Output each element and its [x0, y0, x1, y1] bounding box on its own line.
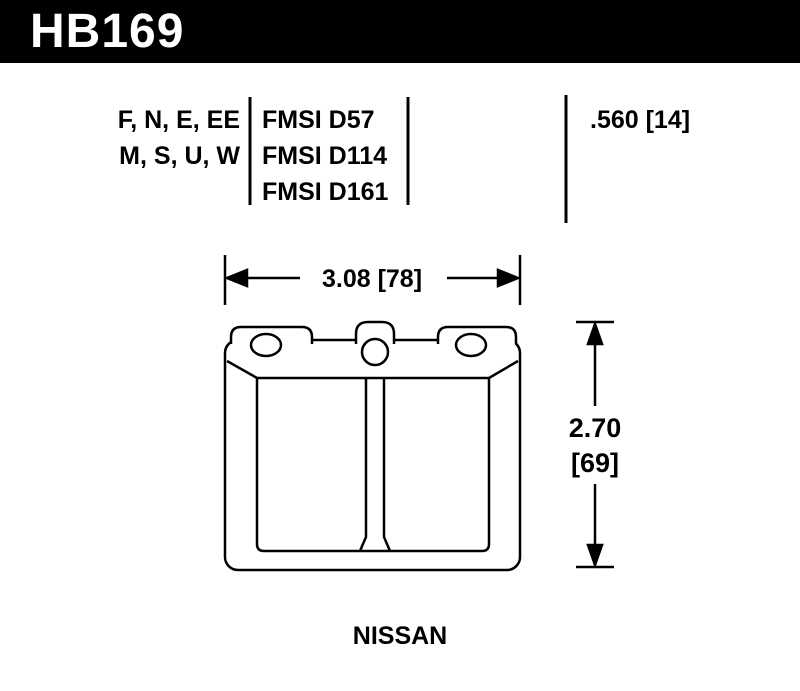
vehicle-make-label: NISSAN: [352, 622, 448, 650]
width-dimension-label: 3.08 [78]: [321, 265, 423, 293]
brake-pad-drawing: [223, 320, 522, 572]
center-hole: [360, 337, 390, 367]
height-dimension-arrow: [576, 320, 614, 569]
height-dimension-label-inches: 2.70: [568, 413, 622, 443]
fmsi-row-2: FMSI D114: [262, 142, 388, 170]
compound-row-1: F, N, E, EE: [117, 106, 240, 134]
height-dimension-label-mm: [69]: [570, 448, 619, 478]
pad-slot: [358, 378, 392, 552]
right-ear-hole: [454, 332, 488, 358]
compound-codes: F, N, E, EE M, S, U, W: [40, 102, 240, 174]
fmsi-row-1: FMSI D57: [262, 106, 375, 134]
footer-bar: [0, 0, 800, 13]
part-number: HB169: [30, 5, 185, 58]
fmsi-row-3: FMSI D161: [262, 178, 389, 206]
compound-row-2: M, S, U, W: [119, 142, 240, 170]
fmsi-numbers: FMSI D57 FMSI D114 FMSI D161: [262, 102, 412, 210]
pad-thickness-value: .560 [14]: [590, 106, 691, 134]
left-ear-hole: [249, 332, 283, 358]
